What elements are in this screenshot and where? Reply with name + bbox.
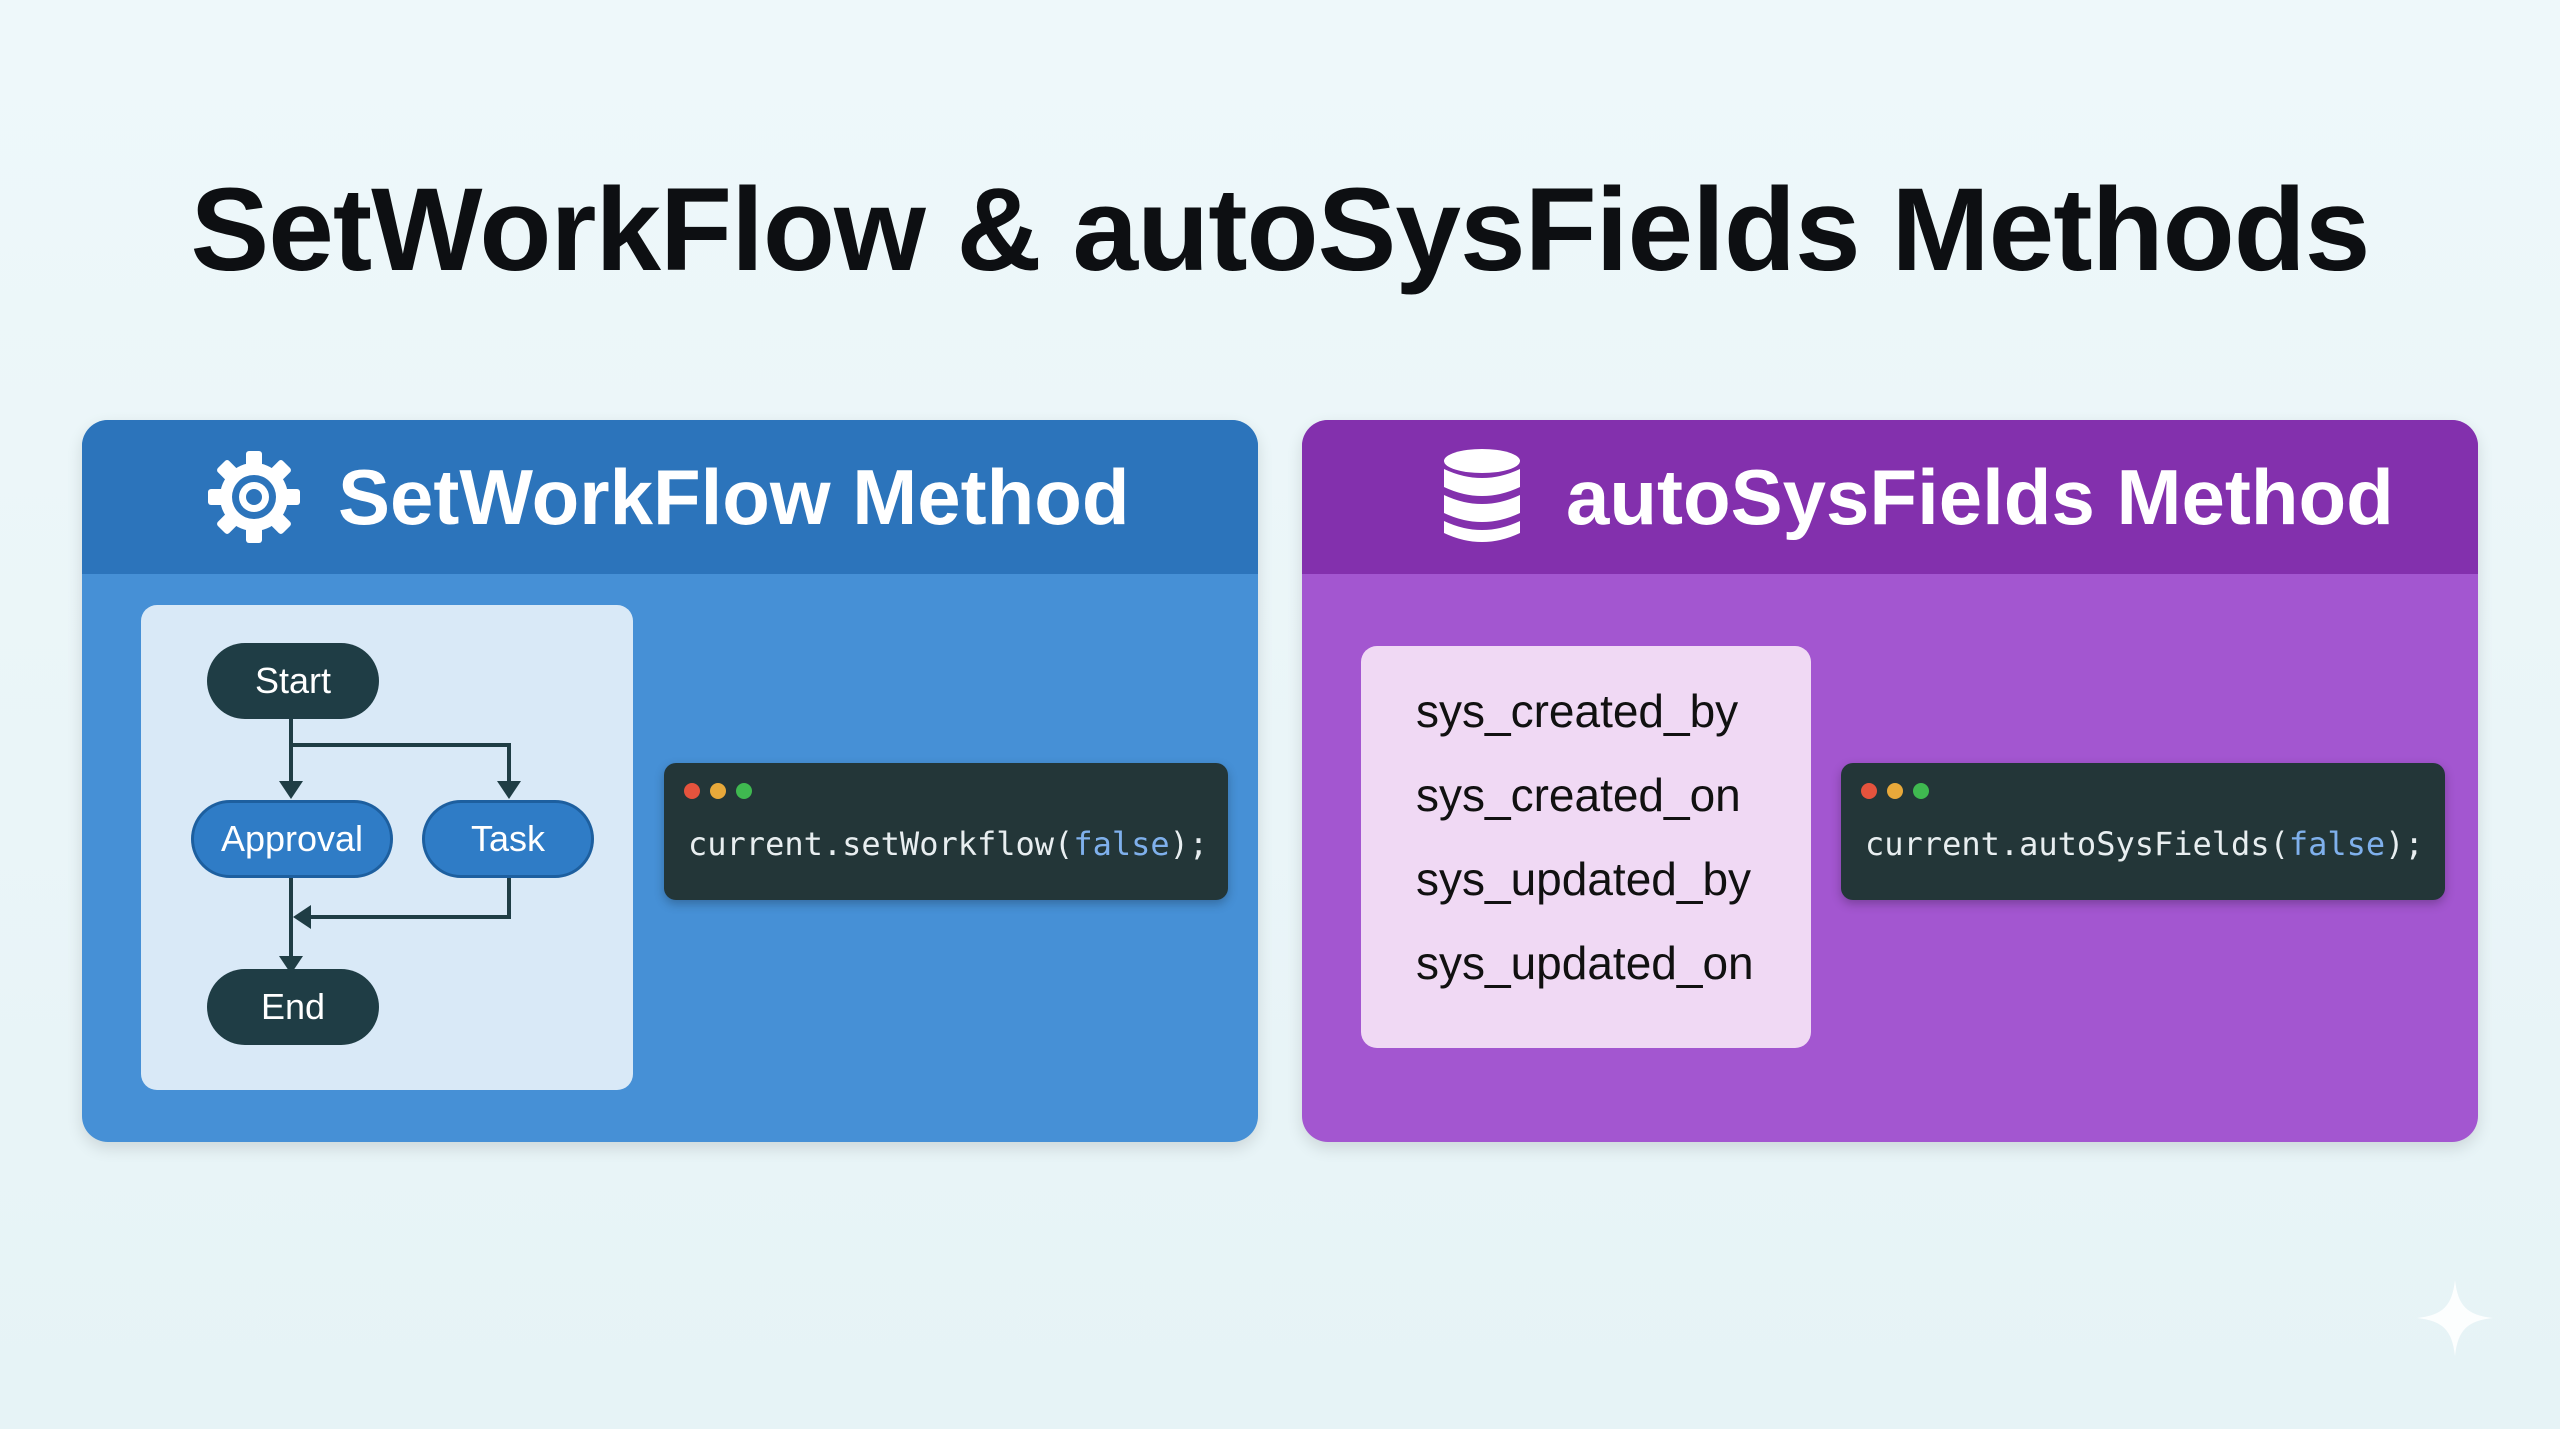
code-line: current.autoSysFields(false); [1865,813,2424,875]
setworkflow-panel: SetWorkFlow Method Start Approval Task E… [82,420,1258,1142]
window-controls [1861,783,1939,799]
code-argument: false [1073,825,1170,863]
setworkflow-panel-title: SetWorkFlow Method [338,452,1130,541]
database-icon [1430,445,1534,549]
code-line: current.setWorkflow(false); [688,813,1208,875]
close-dot [1861,783,1877,799]
flow-node-approval: Approval [191,800,393,878]
list-item: sys_created_on [1416,769,1741,821]
workflow-diagram: Start Approval Task End [141,605,633,1090]
arrowhead-merge [293,905,311,929]
close-dot [684,783,700,799]
setworkflow-code-snippet: current.setWorkflow(false); [664,763,1228,900]
arrowhead-approval [279,781,303,799]
flow-node-task: Task [422,800,594,878]
minimize-dot [710,783,726,799]
maximize-dot [1913,783,1929,799]
sparkle-icon [2415,1278,2495,1363]
arrowhead-task [497,781,521,799]
connector-start-task [291,743,511,783]
maximize-dot [736,783,752,799]
sys-fields-list: sys_created_by sys_created_on sys_update… [1361,646,1811,1048]
code-call: current.setWorkflow( [688,825,1074,863]
flow-node-start: Start [207,643,379,719]
arrowhead-end [279,956,303,974]
minimize-dot [1887,783,1903,799]
list-item: sys_updated_on [1416,937,1754,989]
code-close: ); [2385,825,2424,863]
gear-icon [202,445,306,549]
autosysfields-panel-header: autoSysFields Method [1302,420,2478,574]
connector-task-end [301,877,511,919]
autosysfields-panel-title: autoSysFields Method [1566,452,2394,541]
code-close: ); [1169,825,1209,863]
flow-node-end: End [207,969,379,1045]
window-controls [684,783,762,799]
list-item: sys_created_by [1416,685,1739,737]
list-item: sys_updated_by [1416,853,1752,905]
code-argument: false [2288,825,2386,863]
code-call: current.autoSysFields( [1865,825,2289,863]
autosysfields-code-snippet: current.autoSysFields(false); [1841,763,2445,900]
page-title: SetWorkFlow & autoSysFields Methods [190,164,2371,296]
setworkflow-panel-header: SetWorkFlow Method [82,420,1258,574]
autosysfields-panel: autoSysFields Method sys_created_by sys_… [1302,420,2478,1142]
workflow-connectors [279,715,521,974]
